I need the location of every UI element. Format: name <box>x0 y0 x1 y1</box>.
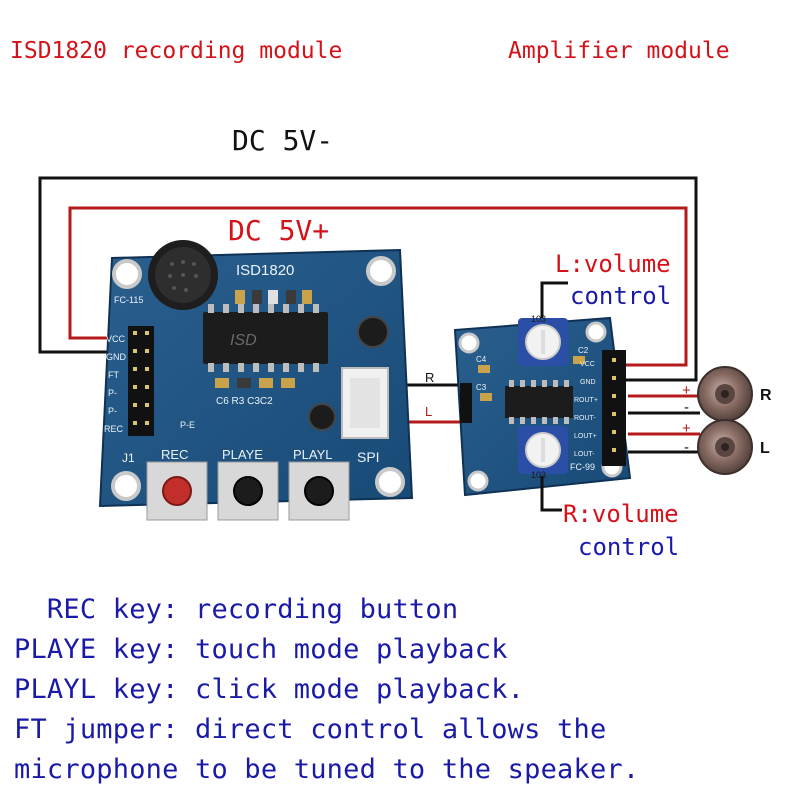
l-volume-label: L:volume <box>555 250 671 278</box>
l-volume-control-label: control <box>570 282 672 310</box>
playe-button-label: PLAYE <box>222 447 263 462</box>
left-speaker-label: L <box>760 440 770 457</box>
amp-pin-lout-plus: LOUT+ <box>574 433 597 440</box>
l-plus-sign: + <box>682 420 691 437</box>
amplifier-module-title: Amplifier module <box>508 38 730 64</box>
r-volume-bracket <box>540 476 562 512</box>
dc-negative-wire <box>38 176 698 382</box>
isd-pin-p-minus-2: P- <box>108 406 117 416</box>
description-line-microphone: microphone to be tuned to the speaker. <box>14 754 640 785</box>
isd1820-board: ISD1820 FC-115 ISD C6 R3 C3C2 VCC GND FT… <box>98 240 414 521</box>
isd-chip-label: ISD1820 <box>236 262 294 279</box>
amp-model-label: FC-99 <box>570 462 595 472</box>
amp-pot-bottom-label: 103 <box>531 470 546 480</box>
r-volume-label: R:volume <box>563 500 679 528</box>
description-line-ft: FT jumper: direct control allows the <box>14 714 607 745</box>
isd-connector-label: J1 <box>122 451 135 465</box>
amp-pot-top-label: 103 <box>531 314 546 324</box>
l-minus-sign: - <box>684 439 689 456</box>
isd-pin-ft: FT <box>108 370 119 380</box>
isd-pin-gnd: GND <box>106 352 127 362</box>
right-speaker <box>697 366 753 422</box>
amp-cap-c2: C2 <box>578 346 589 355</box>
dc-positive-label: DC 5V+ <box>228 214 330 247</box>
amp-pin-vcc: VCC <box>580 361 595 368</box>
description-line-playl: PLAYL key: click mode playback. <box>14 674 525 705</box>
wiring-diagram: ISD1820 FC-115 ISD C6 R3 C3C2 VCC GND FT… <box>38 176 772 521</box>
isd-model-label: FC-115 <box>114 295 143 305</box>
right-speaker-label: R <box>760 387 772 404</box>
amplifier-board: 103 103 C4 C3 C2 FC-99 VCC GND ROUT+ ROU… <box>453 314 632 497</box>
left-speaker <box>697 419 753 475</box>
l-wire-label: L <box>425 404 432 419</box>
description-line-rec: REC key: recording button <box>14 594 459 625</box>
r-plus-sign: + <box>682 382 691 399</box>
playl-button-label: PLAYL <box>293 447 333 462</box>
isd-spi-label: SPI <box>357 449 380 465</box>
dc-negative-label: DC 5V- <box>232 124 334 157</box>
amp-pin-rout-plus: ROUT+ <box>574 397 598 404</box>
recording-module-title: ISD1820 recording module <box>10 38 343 64</box>
isd-pin-p-minus-1: P- <box>108 388 117 398</box>
r-wire-label: R <box>425 370 434 385</box>
amp-cap-c3: C3 <box>476 383 487 392</box>
dc-positive-wire <box>68 206 688 367</box>
amp-pin-rout-minus: ROUT- <box>574 415 596 422</box>
isd-component-labels: C6 R3 C3C2 <box>216 396 273 407</box>
amp-pin-gnd: GND <box>580 379 596 386</box>
r-minus-sign: - <box>684 399 689 416</box>
description-line-playe: PLAYE key: touch mode playback <box>14 634 508 665</box>
isd-ic-marking: ISD <box>230 332 257 349</box>
l-volume-bracket <box>540 281 568 318</box>
isd-pin-vcc: VCC <box>106 334 126 344</box>
r-volume-control-label: control <box>578 533 680 561</box>
isd-pin-rec: REC <box>104 424 124 434</box>
amp-cap-c4: C4 <box>476 355 487 364</box>
rec-button-label: REC <box>161 447 188 462</box>
isd-pe-label: P-E <box>180 420 195 430</box>
amp-pin-lout-minus: LOUT- <box>574 451 595 458</box>
